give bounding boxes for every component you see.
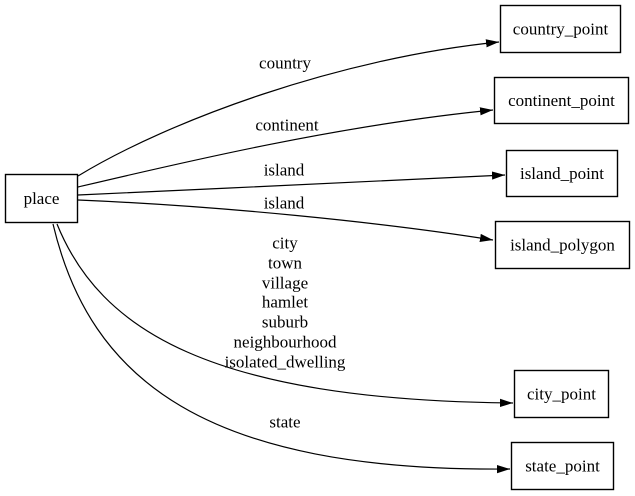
node-island_point: island_point: [505, 149, 619, 198]
node-city_point-label: city_point: [527, 385, 596, 404]
node-island_polygon-box: [494, 220, 631, 270]
node-city_point: city_point: [513, 369, 610, 419]
edge-label-city-line: village: [262, 274, 308, 293]
node-state_point: state_point: [510, 441, 615, 491]
edge-group: [52, 39, 514, 474]
node-group: place country_point continent_point isla…: [4, 4, 631, 491]
edge-label-country: country: [259, 54, 311, 73]
node-continent_point: continent_point: [493, 76, 630, 125]
edge-place-island_point: [77, 171, 506, 196]
node-island_point-label: island_point: [520, 164, 604, 183]
edge-label-city-line: neighbourhood: [234, 333, 337, 352]
edge-label-city-line: hamlet: [262, 293, 309, 312]
node-island_point-box: [505, 149, 619, 198]
node-place-box: [4, 173, 79, 224]
edge-label-state: state: [269, 413, 300, 432]
edge-label-continent: continent: [255, 116, 319, 135]
node-state_point-box: [510, 441, 615, 491]
edge-label-city-multiline: city town village hamlet suburb neighbou…: [225, 234, 346, 372]
node-country_point-box: [499, 4, 622, 54]
edge-label-city-line: suburb: [262, 313, 308, 332]
edge-place-city_point: [56, 223, 514, 407]
node-island_polygon-label: island_polygon: [510, 236, 615, 255]
node-city_point-box: [513, 369, 610, 419]
node-country_point-label: country_point: [513, 20, 609, 39]
node-country_point: country_point: [499, 4, 622, 54]
edge-label-island-polygon: island: [264, 194, 305, 213]
node-place: place: [4, 173, 79, 224]
edge-label-group: country continent island island city tow…: [225, 54, 346, 432]
edge-label-island-point: island: [264, 161, 305, 180]
edge-label-city-line: isolated_dwelling: [225, 353, 346, 372]
edge-place-continent_point: [77, 107, 494, 188]
node-continent_point-box: [493, 76, 630, 125]
node-state_point-label: state_point: [525, 457, 600, 476]
edge-place-state_point: [52, 223, 511, 474]
edge-label-city-line: city: [272, 234, 298, 253]
edge-place-country_point: [77, 39, 500, 177]
edge-place-island_polygon: [77, 199, 494, 243]
node-place-label: place: [24, 189, 60, 208]
node-island_polygon: island_polygon: [494, 220, 631, 270]
edge-label-city-line: town: [268, 254, 303, 273]
node-continent_point-label: continent_point: [508, 91, 615, 110]
